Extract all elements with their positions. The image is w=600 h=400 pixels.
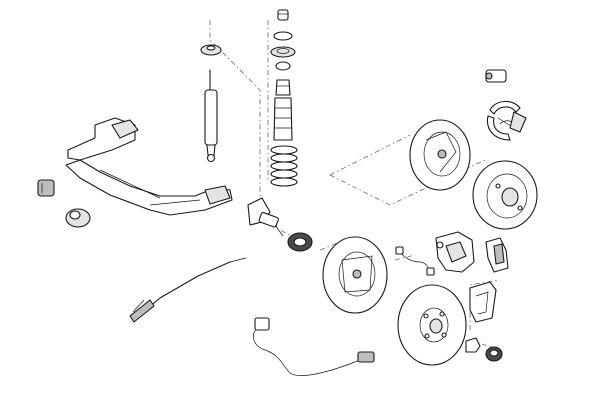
brake-shoes — [486, 100, 527, 141]
coil-spring — [270, 145, 298, 187]
brake-backing-plate — [409, 119, 471, 191]
strut-nut — [277, 9, 289, 21]
bump-stop — [275, 79, 291, 96]
shock-absorber — [204, 69, 218, 163]
wheel-bearing — [287, 232, 313, 252]
caliper-bracket — [469, 281, 497, 323]
disc-splash-shield — [322, 236, 388, 314]
stub-axle — [247, 197, 284, 237]
brake-disc — [397, 284, 467, 366]
axle-bushing-right — [65, 208, 91, 228]
rear-axle-beam — [65, 117, 233, 216]
wheel-cylinder — [485, 69, 507, 83]
handbrake-cable — [129, 257, 247, 323]
abs-sensor-cable — [253, 317, 375, 376]
hub-nut — [465, 337, 481, 353]
brake-caliper — [435, 231, 475, 273]
shock-top-washer — [200, 44, 222, 56]
hub-cap — [485, 346, 503, 362]
brake-pads — [485, 237, 509, 273]
brake-drum — [472, 160, 538, 230]
axle-bushing-left — [37, 179, 55, 197]
dust-boot — [273, 97, 293, 141]
brake-hose — [395, 246, 435, 276]
top-mount-bearing — [270, 31, 296, 71]
